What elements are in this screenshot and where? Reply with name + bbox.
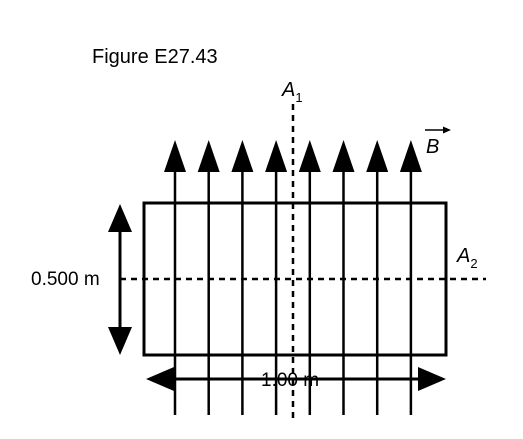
axis-a1-letter: A xyxy=(281,79,295,101)
axis-a2-subscript: 2 xyxy=(470,256,477,271)
vector-arrowhead-icon xyxy=(443,126,451,134)
height-arrow-down-icon xyxy=(108,327,132,355)
field-arrowhead-icon xyxy=(265,140,288,172)
field-arrowhead-icon xyxy=(298,140,321,172)
field-arrowhead-icon xyxy=(164,140,186,172)
axis-a2-letter: A xyxy=(456,245,470,267)
axis-a1-subscript: 1 xyxy=(295,90,302,105)
field-arrowhead-icon xyxy=(366,140,389,172)
axis-a2-label: A2 xyxy=(456,245,478,271)
field-b-label: B xyxy=(426,136,439,158)
height-dimension-label: 0.500 m xyxy=(31,269,100,290)
width-dimension-label: 1.00 m xyxy=(261,370,319,391)
figure-title: Figure E27.43 xyxy=(92,46,218,68)
axis-a1-label: A1 xyxy=(281,79,303,105)
field-arrowhead-icon xyxy=(399,140,422,172)
width-arrow-left-icon xyxy=(146,367,174,391)
width-arrow-right-icon xyxy=(418,367,446,391)
height-arrow-up-icon xyxy=(108,204,132,232)
field-arrowhead-icon xyxy=(197,140,220,172)
field-arrowhead-icon xyxy=(231,140,254,172)
magnetic-field-lines xyxy=(164,140,422,415)
field-arrowhead-icon xyxy=(332,140,355,172)
